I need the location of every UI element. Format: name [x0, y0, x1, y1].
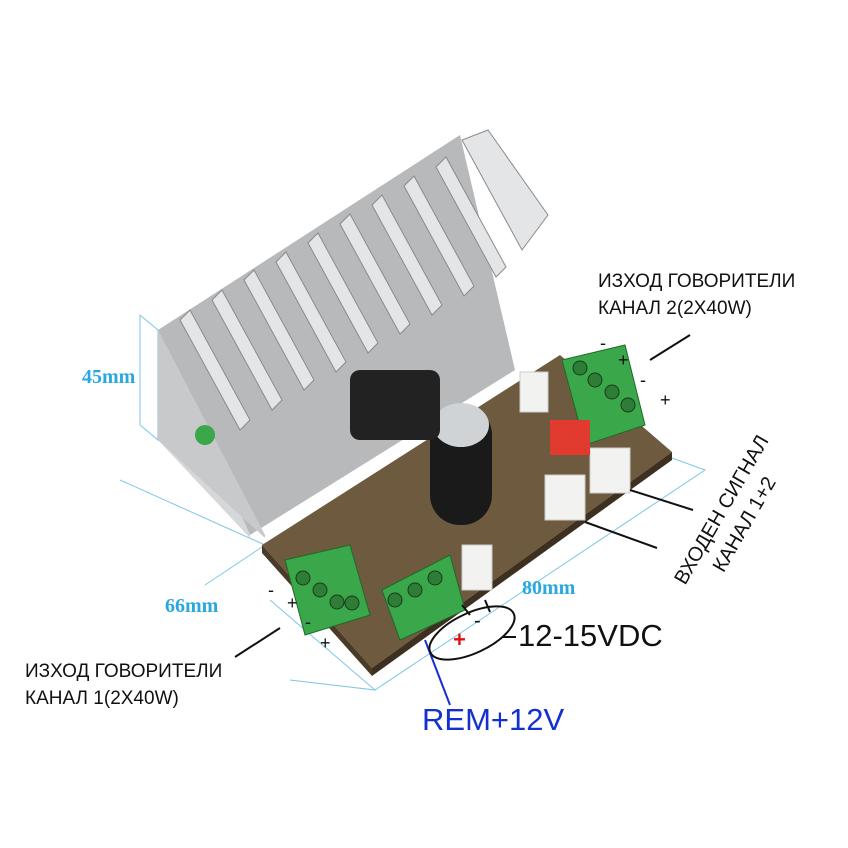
power-label: 12-15VDC: [518, 618, 663, 653]
leader-lines: [234, 334, 694, 658]
rem-label: REM+12V: [422, 702, 565, 737]
output-ch1-line1: ИЗХОД ГОВОРИТЕЛИ: [25, 661, 223, 682]
power-plus: +: [453, 627, 466, 652]
output-ch2-line2: КАНАЛ 2(2X40W): [598, 298, 752, 319]
output-ch1-label: ИЗХОД ГОВОРИТЕЛИ КАНАЛ 1(2X40W): [25, 658, 222, 712]
output-ch2-label: ИЗХОД ГОВОРИТЕЛИ КАНАЛ 2(2X40W): [598, 268, 795, 322]
height-dimension: 45mm: [82, 366, 136, 388]
power-minus: -: [474, 610, 481, 632]
output-ch2-line1: ИЗХОД ГОВОРИТЕЛИ: [598, 271, 796, 292]
width-dimension: 80mm: [522, 577, 576, 599]
output-ch1-line2: КАНАЛ 1(2X40W): [25, 688, 179, 709]
amp-ic: [350, 370, 440, 440]
dip-switch: [550, 420, 590, 455]
ch1-minus-2: -: [305, 612, 311, 632]
ch2-plus-1: +: [618, 350, 629, 370]
ch1-plus-1: +: [287, 593, 298, 613]
ch2-minus-1: -: [600, 333, 606, 353]
power-input-highlight: [428, 605, 516, 661]
input-connectors: [461, 371, 631, 591]
ch1-plus-2: +: [320, 633, 331, 653]
ch2-minus-2: -: [640, 370, 646, 390]
depth-dimension: 66mm: [165, 595, 219, 617]
ch2-plus-2: +: [660, 390, 671, 410]
heatsink: [158, 129, 549, 538]
ch1-minus-1: -: [268, 580, 274, 600]
